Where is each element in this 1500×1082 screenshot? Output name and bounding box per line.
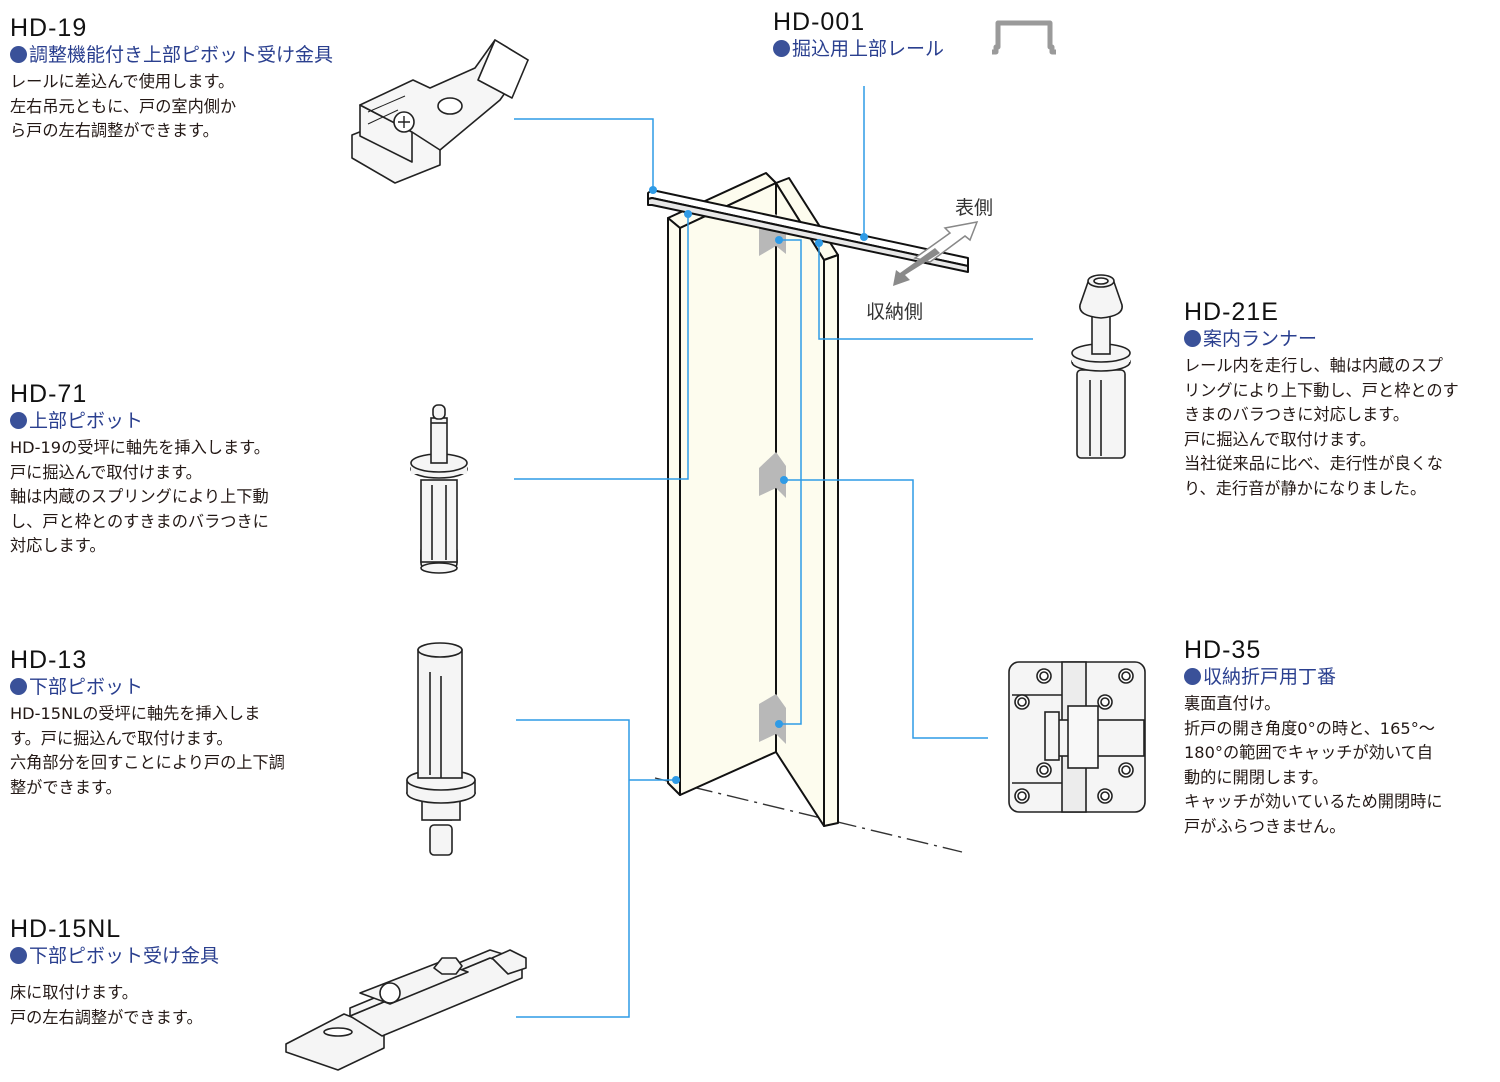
part-description: 裏面直付け。 折戸の開き角度0°の時と、165°～ 180°の範囲でキャッチが効…: [1184, 694, 1443, 836]
bullet-icon: [10, 947, 27, 964]
leader-hd13: [516, 719, 630, 1018]
part-description: レールに差込んで使用します。 左右吊元ともに、戸の室内側か ら戸の左右調整ができ…: [10, 72, 237, 140]
part-name-text: 下部ピボット: [29, 676, 144, 698]
bullet-icon: [1184, 330, 1201, 347]
leader-dots: [649, 186, 868, 784]
storage-side-label: 収納側: [866, 301, 924, 323]
part-description: レール内を走行し、軸は内蔵のスプ リングにより上下動し、戸と枠とのす きまのバラ…: [1184, 356, 1459, 498]
hd19-bracket-illustration: [351, 39, 529, 184]
bullet-icon: [10, 412, 27, 429]
rail-profile-icon: [992, 20, 1056, 55]
part-description: HD-19の受坪に軸先を挿入します。 戸に掘込んで取付けます。 軸は内蔵のスプリ…: [10, 438, 270, 555]
leader-lines: [514, 86, 1033, 1018]
leader-hd19: [514, 118, 654, 190]
part-name-text: 案内ランナー: [1203, 328, 1318, 350]
part-name-text: 調整機能付き上部ピボット受け金具: [29, 44, 334, 66]
bullet-icon: [773, 40, 790, 57]
leader-hd71: [514, 214, 689, 480]
part-name: 案内ランナー: [1184, 326, 1459, 352]
part-hd21e: HD-21E 案内ランナー レール内を走行し、軸は内蔵のスプ リングにより上下動…: [1184, 298, 1459, 501]
part-name: 上部ピボット: [10, 408, 270, 434]
part-code: HD-13: [10, 646, 88, 674]
arrow-storage-side-icon: [893, 248, 940, 286]
front-side-label: 表側: [955, 197, 994, 219]
hd21e-runner-illustration: [1071, 274, 1131, 459]
part-hd35: HD-35 収納折戸用丁番 裏面直付け。 折戸の開き角度0°の時と、165°～ …: [1184, 636, 1443, 839]
part-code: HD-15NL: [10, 915, 122, 943]
part-name-text: 下部ピボット受け金具: [29, 945, 220, 967]
part-code: HD-21E: [1184, 298, 1279, 326]
part-hd71: HD-71 上部ピボット HD-19の受坪に軸先を挿入します。 戸に掘込んで取付…: [10, 380, 270, 559]
hd35-hinge-illustration: [1008, 661, 1146, 813]
hd15nl-bracket-illustration: [285, 949, 527, 1071]
part-name: 下部ピボット: [10, 674, 285, 700]
part-name-text: 掘込用上部レール: [792, 38, 945, 60]
hd71-pivot-illustration: [410, 404, 468, 574]
part-hd001: HD-001 掘込用上部レール: [773, 8, 944, 62]
part-code: HD-71: [10, 380, 88, 408]
bullet-icon: [10, 46, 27, 63]
part-name-text: 上部ピボット: [29, 410, 144, 432]
door-right-leaf: [775, 177, 839, 827]
leader-lower-bracket: [779, 480, 802, 725]
part-description: 床に取付けます。 戸の左右調整ができます。: [10, 983, 203, 1027]
part-name-text: 収納折戸用丁番: [1203, 666, 1337, 688]
part-hd19: HD-19 調整機能付き上部ピボット受け金具 レールに差込んで使用します。 左右…: [10, 14, 333, 144]
hd13-pivot-illustration: [406, 642, 476, 856]
leader-hd-top-bracket: [779, 239, 802, 480]
part-name: 調整機能付き上部ピボット受け金具: [10, 42, 333, 68]
part-hd15nl: HD-15NL 下部ピボット受け金具 床に取付けます。 戸の左右調整ができます。: [10, 915, 219, 1030]
leader-hd35: [784, 479, 988, 739]
leader-hd21e: [818, 243, 1033, 340]
direction-arrows: [893, 221, 979, 286]
bullet-icon: [1184, 668, 1201, 685]
bullet-icon: [10, 678, 27, 695]
part-hd13: HD-13 下部ピボット HD-15NLの受坪に軸先を挿入しま す。戸に掘込んで…: [10, 646, 285, 800]
part-code: HD-001: [773, 8, 866, 36]
part-description: HD-15NLの受坪に軸先を挿入しま す。戸に掘込んで取付けます。 六角部分を回…: [10, 704, 285, 797]
part-name: 下部ピボット受け金具: [10, 943, 219, 969]
part-name: 掘込用上部レール: [773, 36, 944, 62]
part-name: 収納折戸用丁番: [1184, 664, 1443, 690]
part-code: HD-35: [1184, 636, 1262, 664]
part-code: HD-19: [10, 14, 88, 42]
floor-line: [654, 777, 963, 853]
